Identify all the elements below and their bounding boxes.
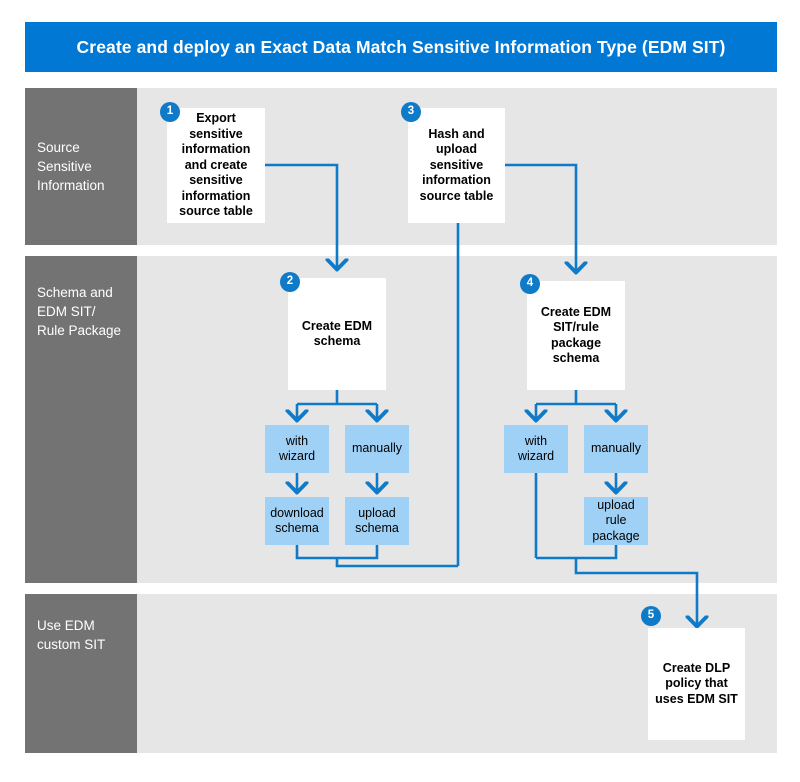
node-label: with wizard — [517, 433, 555, 464]
step-badge-4: 4 — [520, 274, 540, 294]
node-label: manually — [590, 441, 642, 456]
page-title: Create and deploy an Exact Data Match Se… — [76, 36, 726, 57]
step-badge-label: 2 — [286, 275, 294, 288]
node-hash-upload-source-table[interactable]: Hash and upload sensitive information so… — [408, 108, 505, 223]
node-download-schema[interactable]: download schema — [265, 497, 329, 545]
step-badge-3: 3 — [401, 102, 421, 122]
node-label: Export sensitive information and create … — [179, 111, 253, 219]
node-label: with wizard — [278, 433, 316, 464]
node-create-edm-schema[interactable]: Create EDM schema — [288, 278, 386, 390]
node-schema-with-wizard[interactable]: with wizard — [265, 425, 329, 473]
node-label: Create DLP policy that uses EDM SIT — [655, 660, 738, 706]
node-label: Hash and upload sensitive information so… — [419, 126, 494, 203]
step-badge-1: 1 — [160, 102, 180, 122]
node-rule-manually[interactable]: manually — [584, 425, 648, 473]
band-label-source-sensitive-information: Source Sensitive Information — [25, 88, 137, 245]
diagram-title-bar: Create and deploy an Exact Data Match Se… — [25, 22, 777, 72]
node-upload-schema[interactable]: upload schema — [345, 497, 409, 545]
step-badge-label: 1 — [166, 105, 174, 118]
step-badge-label: 3 — [407, 105, 415, 118]
step-badge-2: 2 — [280, 272, 300, 292]
band-label-schema-and-edm-sit-rule-package: Schema and EDM SIT/ Rule Package — [25, 256, 137, 583]
node-create-dlp-policy[interactable]: Create DLP policy that uses EDM SIT — [648, 628, 745, 740]
band-label-text: Source Sensitive Information — [37, 140, 105, 193]
step-badge-label: 4 — [526, 277, 534, 290]
node-create-edm-sit-rule-package-schema[interactable]: Create EDM SIT/rule package schema — [527, 281, 625, 390]
step-badge-label: 5 — [647, 609, 655, 622]
node-label: download schema — [270, 505, 324, 536]
node-label: Create EDM SIT/rule package schema — [540, 304, 612, 366]
node-upload-rule-package[interactable]: upload rule package — [584, 497, 648, 545]
node-label: upload schema — [355, 505, 399, 536]
node-label: manually — [351, 441, 403, 456]
node-label: Create EDM schema — [301, 318, 373, 349]
node-rule-with-wizard[interactable]: with wizard — [504, 425, 568, 473]
step-badge-5: 5 — [641, 606, 661, 626]
band-label-text: Use EDM custom SIT — [37, 618, 106, 652]
node-label: upload rule package — [592, 497, 640, 543]
band-label-use-edm-custom-sit: Use EDM custom SIT — [25, 594, 137, 753]
band-label-text: Schema and EDM SIT/ Rule Package — [37, 285, 122, 338]
node-export-source-table[interactable]: Export sensitive information and create … — [167, 108, 265, 223]
node-schema-manually[interactable]: manually — [345, 425, 409, 473]
